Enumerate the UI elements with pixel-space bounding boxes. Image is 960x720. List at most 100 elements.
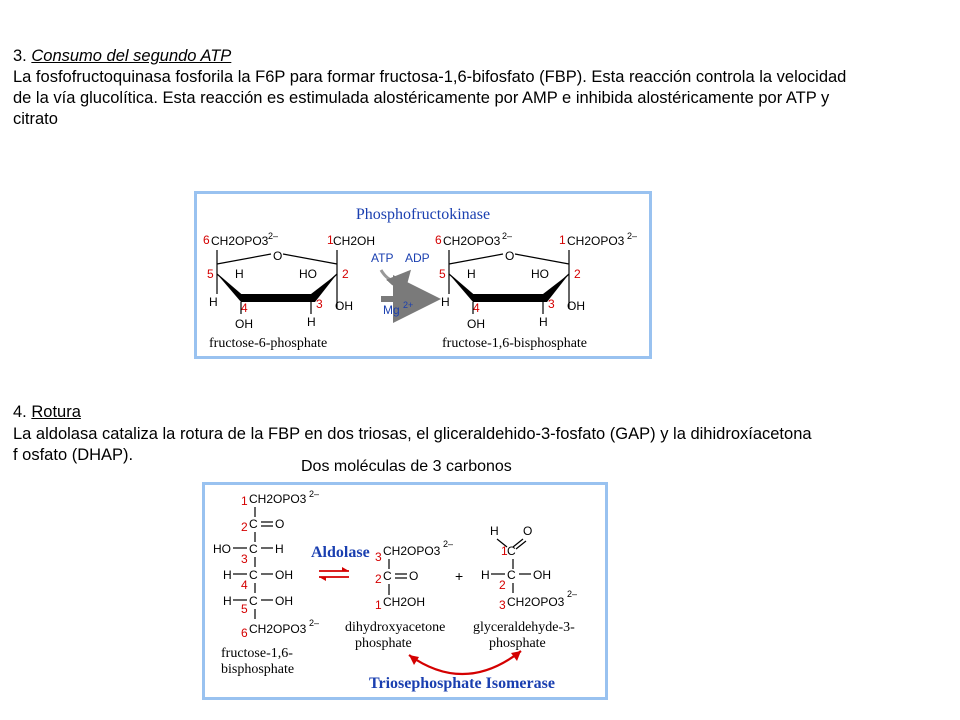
h-label: H xyxy=(235,267,244,281)
group-ch2opo3: CH2OPO3 xyxy=(249,622,307,636)
oh-label: OH xyxy=(275,594,293,608)
section3-paragraph-line1: La fosfofructoquinasa fosforila la F6P p… xyxy=(13,68,847,86)
cofactors: ATP ADP Mg 2+ xyxy=(371,251,441,323)
fbp-label-line1: fructose-1,6- xyxy=(221,646,293,661)
carbon-number-2: 2 xyxy=(342,267,349,281)
carbon-number-3: 3 xyxy=(499,598,506,612)
oh-label: OH xyxy=(335,299,353,313)
oh-label: OH xyxy=(567,299,585,313)
dhap-label-line2: phosphate xyxy=(355,636,412,651)
section4-paragraph-line1: La aldolasa cataliza la rotura de la FBP… xyxy=(13,425,812,443)
oxygen-label: O xyxy=(409,569,418,583)
carbon-number-1: 1 xyxy=(241,494,248,508)
section4-number: 4. xyxy=(13,403,27,421)
charge-label: 2– xyxy=(268,231,278,241)
h-label: H xyxy=(223,568,232,582)
h-label: H xyxy=(441,295,450,309)
carbon-label: C xyxy=(249,568,258,582)
pfk-reaction-figure: Phosphofructokinase 6 CH2OPO3 2– 1 CH2OH… xyxy=(194,191,652,359)
gap-structure: H O 1 C H 2 C OH 3 CH2OPO3 2– xyxy=(481,524,577,612)
carbon-label: C xyxy=(249,542,258,556)
group-ch2opo3: CH2OPO3 xyxy=(507,595,565,609)
carbon-number-1: 1 xyxy=(501,544,508,558)
atp-label: ATP xyxy=(371,251,393,265)
carbon-label: C xyxy=(507,544,516,558)
ho-label: HO xyxy=(531,267,549,281)
carbon-number-4: 4 xyxy=(241,301,248,315)
carbon-number-5: 5 xyxy=(207,267,214,281)
carbon-number-4: 4 xyxy=(473,301,480,315)
h-label: H xyxy=(490,524,499,538)
aldolase-reaction-figure: 1 CH2OPO3 2– 2 C O HO 3 C H H 4 C OH H xyxy=(202,482,608,700)
carbon-number-6: 6 xyxy=(203,233,210,247)
magnesium-label: Mg xyxy=(383,303,400,317)
charge-label: 2– xyxy=(443,539,453,549)
h-label: H xyxy=(539,315,548,329)
charge-label: 2– xyxy=(309,618,319,628)
carbon-number-1: 1 xyxy=(375,598,382,612)
carbon-label: C xyxy=(383,569,392,583)
carbon-number-2: 2 xyxy=(375,572,382,586)
fructose-1-6-bisphosphate-structure: 6 CH2OPO3 2– 1 CH2OPO3 2– O H HO 5 2 H 4… xyxy=(435,231,637,331)
carbon-number-3: 3 xyxy=(375,550,382,564)
ring-oxygen: O xyxy=(273,249,282,263)
group-ch2opo3: CH2OPO3 xyxy=(211,234,269,248)
oh-label: OH xyxy=(533,568,551,582)
section3-heading: Consumo del segundo ATP xyxy=(31,47,232,65)
aldolase-reaction-svg: 1 CH2OPO3 2– 2 C O HO 3 C H H 4 C OH H xyxy=(213,489,577,692)
section4-heading: Rotura xyxy=(31,403,81,421)
section3-number: 3. xyxy=(13,47,27,65)
enzyme-name-pfk: Phosphofructokinase xyxy=(356,206,490,223)
three-carbons-caption: Dos moléculas de 3 carbonos xyxy=(301,458,512,475)
magnesium-charge: 2+ xyxy=(403,300,413,310)
carbon-number-3: 3 xyxy=(316,297,323,311)
h-label: H xyxy=(481,568,490,582)
charge-label: 2– xyxy=(567,589,577,599)
carbon-number-6: 6 xyxy=(241,626,248,640)
charge-label: 2– xyxy=(627,231,637,241)
carbon-number-5: 5 xyxy=(241,602,248,616)
h-label: H xyxy=(275,542,284,556)
product-label: fructose-1,6-bisphosphate xyxy=(442,336,587,351)
h-label: H xyxy=(223,594,232,608)
oh-label: OH xyxy=(235,317,253,331)
adp-label: ADP xyxy=(405,251,430,265)
enzyme-name-aldolase: Aldolase xyxy=(311,544,370,561)
charge-label: 2– xyxy=(309,489,319,499)
gap-label-line1: glyceraldehyde-3- xyxy=(473,620,575,635)
section3-paragraph-line2: de la vía glucolítica. Esta reacción es … xyxy=(13,89,830,107)
carbon-number-1: 1 xyxy=(327,233,334,247)
oxygen-label: O xyxy=(275,517,284,531)
carbon-label: C xyxy=(507,568,516,582)
carbon-number-2: 2 xyxy=(574,267,581,281)
oh-label: OH xyxy=(275,568,293,582)
ring-oxygen: O xyxy=(505,249,514,263)
oxygen-label: O xyxy=(523,524,532,538)
group-ch2oh: CH2OH xyxy=(333,234,375,248)
substrate-label: fructose-6-phosphate xyxy=(209,336,327,351)
dhap-label-line1: dihydroxyacetone xyxy=(345,620,445,635)
carbon-number-3: 3 xyxy=(548,297,555,311)
h-label: H xyxy=(467,267,476,281)
plus-sign: + xyxy=(455,568,463,584)
fbp-label-line2: bisphosphate xyxy=(221,662,294,677)
carbon-label: C xyxy=(249,517,258,531)
ho-label: HO xyxy=(299,267,317,281)
carbon-label: C xyxy=(249,594,258,608)
section3-paragraph-line3: citrato xyxy=(13,110,58,128)
group-ch2oh: CH2OH xyxy=(383,595,425,609)
pfk-reaction-svg: Phosphofructokinase 6 CH2OPO3 2– 1 CH2OH… xyxy=(203,206,637,351)
equilibrium-arrows xyxy=(319,567,349,581)
carbon-number-2: 2 xyxy=(499,578,506,592)
fbp-open-chain-structure: 1 CH2OPO3 2– 2 C O HO 3 C H H 4 C OH H xyxy=(213,489,319,640)
carbon-number-5: 5 xyxy=(439,267,446,281)
oh-label: OH xyxy=(467,317,485,331)
carbon-number-3: 3 xyxy=(241,552,248,566)
section4-heading-line: 4. Rotura xyxy=(13,402,81,423)
group-ch2opo3: CH2OPO3 xyxy=(383,544,441,558)
section4-paragraph-line2: f osfato (DHAP). xyxy=(13,446,134,464)
section3-heading-line: 3. Consumo del segundo ATP xyxy=(13,46,231,67)
group-ch2opo3: CH2OPO3 xyxy=(567,234,625,248)
carbon-number-2: 2 xyxy=(241,520,248,534)
charge-label: 2– xyxy=(502,231,512,241)
